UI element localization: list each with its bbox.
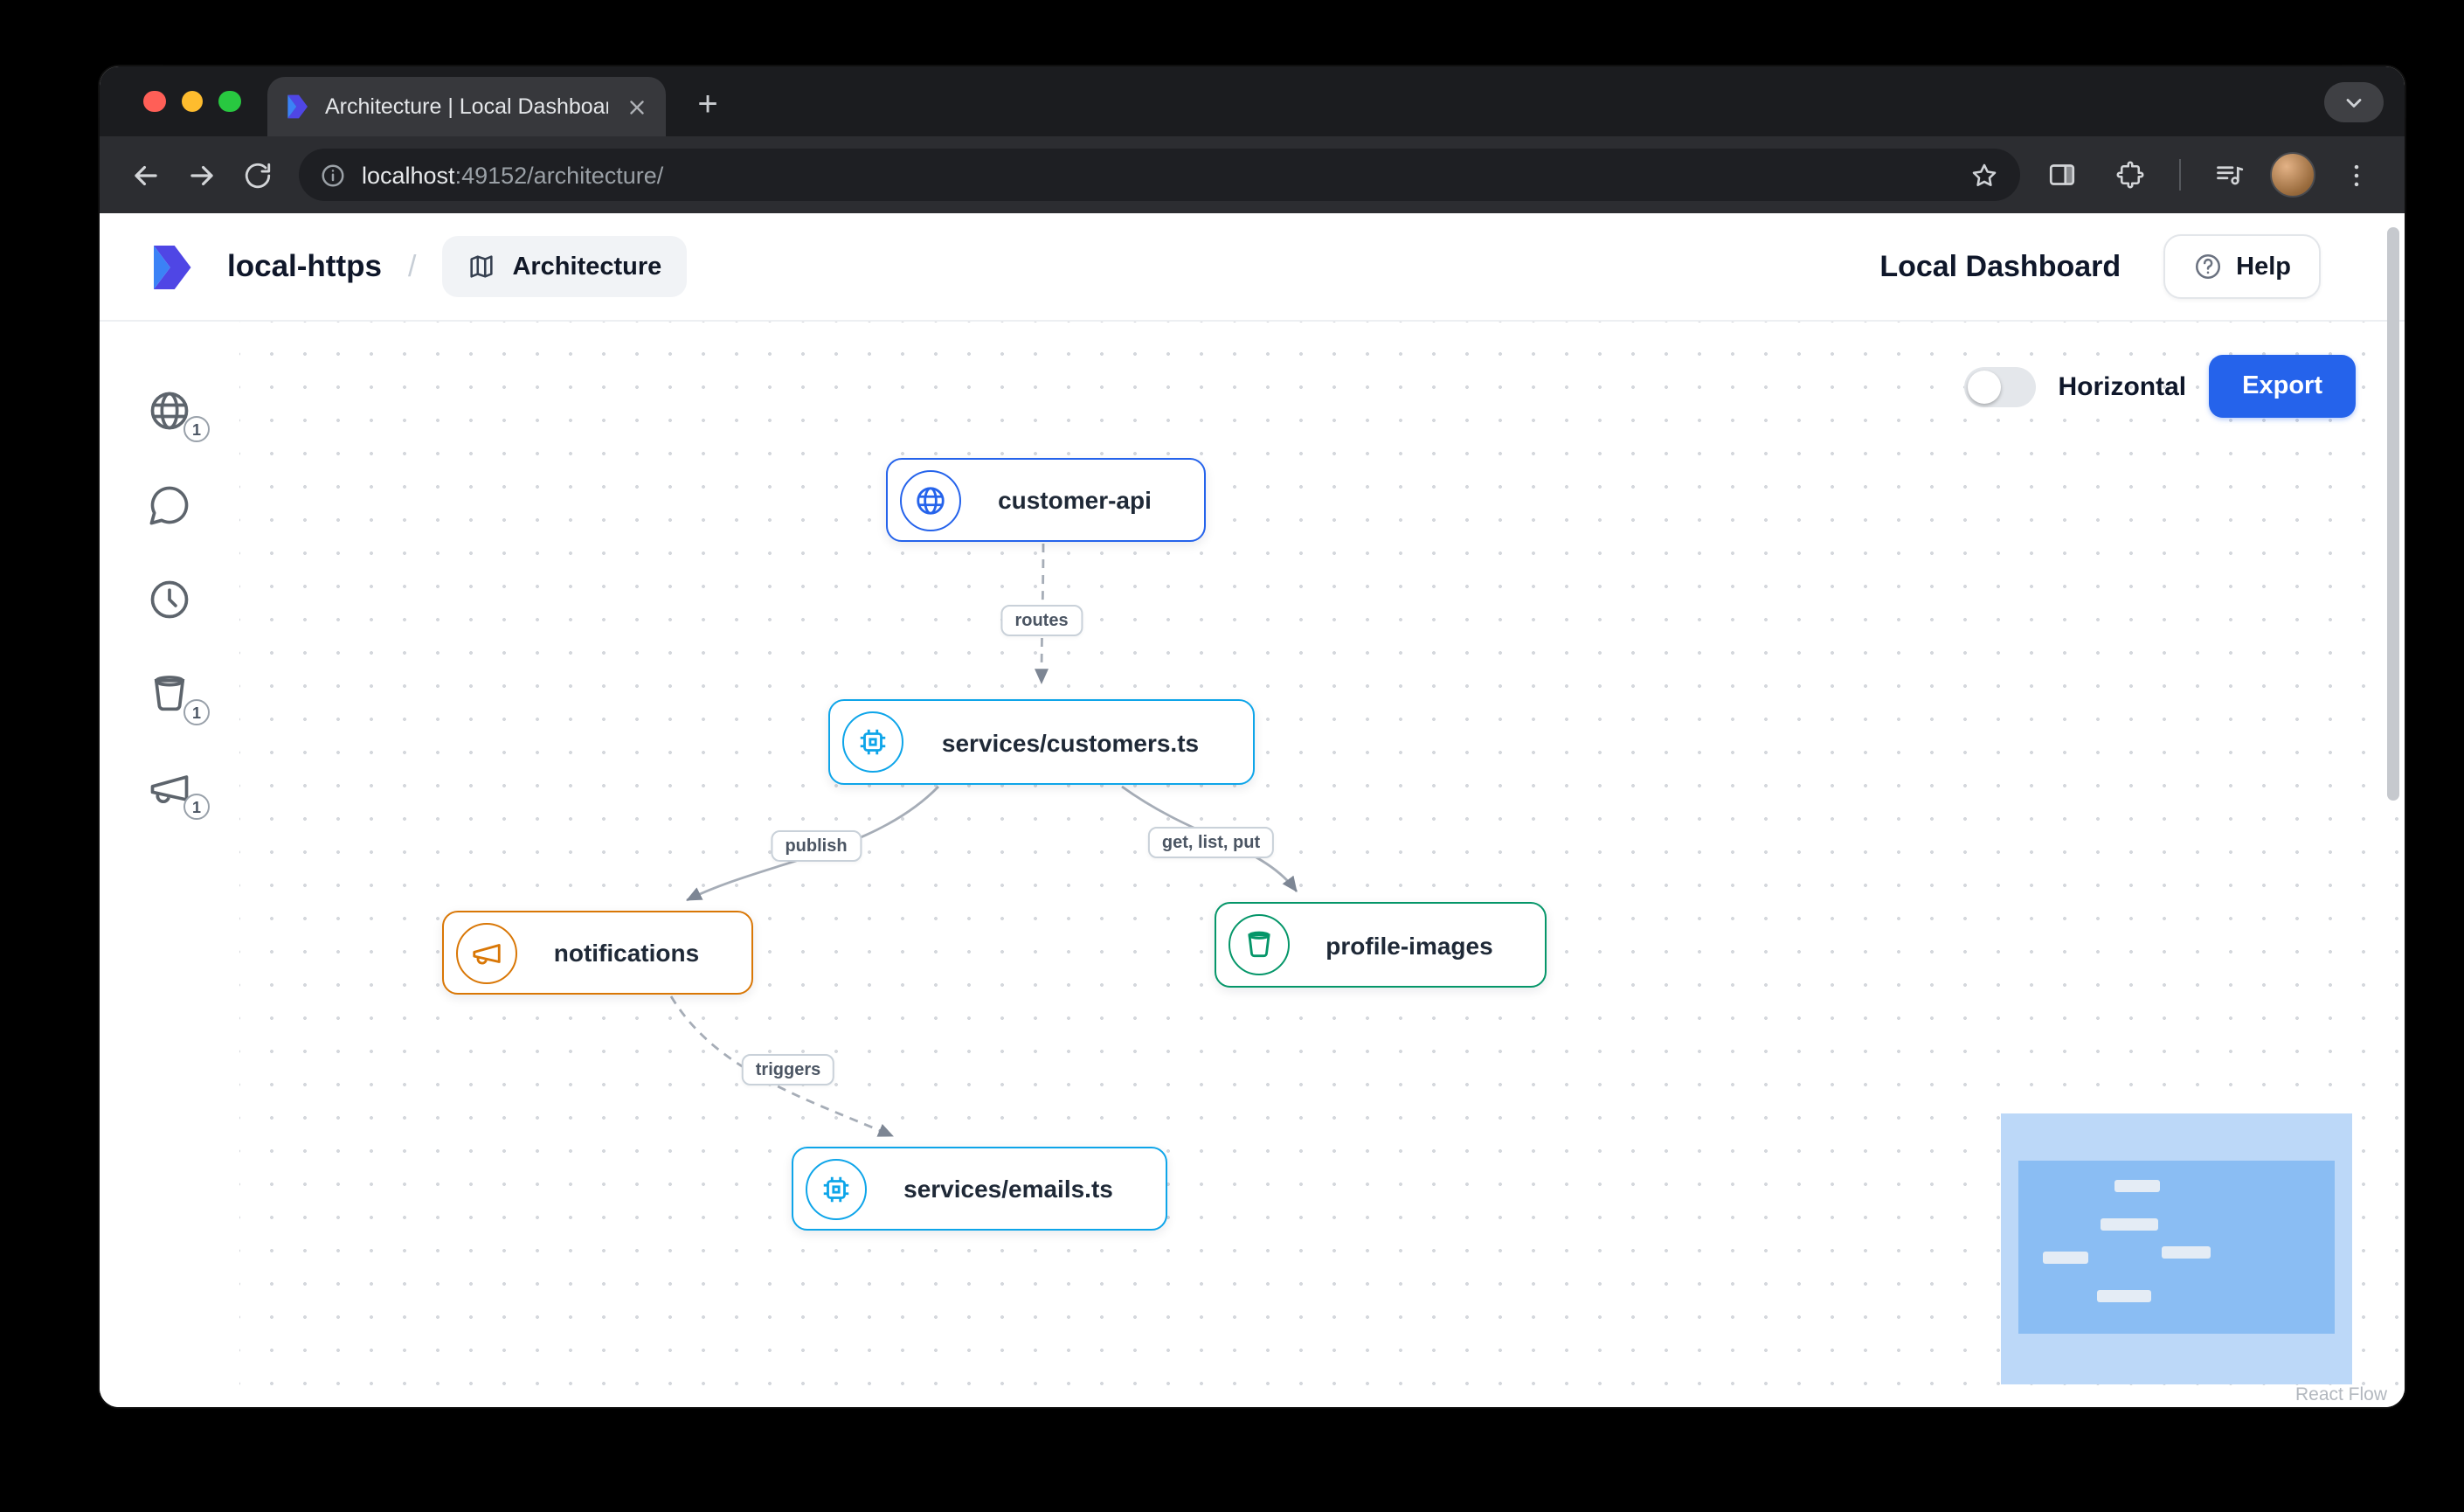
bucket-icon [154, 676, 185, 711]
nav-architecture-label: Architecture [512, 253, 662, 281]
node-label: services/customers.ts [941, 728, 1200, 756]
toolbar-separator [2179, 159, 2181, 191]
browser-tab[interactable]: Architecture | Local Dashboar [267, 77, 666, 136]
dashboard-title: Local Dashboard [1879, 249, 2121, 282]
node-label: profile-images [1325, 931, 1493, 959]
app-header: local-https / Architecture Local Dashboa… [100, 213, 2405, 322]
sidebar-item-chat[interactable] [147, 482, 192, 528]
map-icon [470, 255, 494, 278]
close-window-button[interactable] [143, 90, 165, 113]
browser-toolbar: localhost:49152/architecture/ [100, 136, 2405, 213]
minimap-node [2043, 1252, 2088, 1264]
tab-close-icon[interactable] [622, 93, 650, 121]
address-bar[interactable]: localhost:49152/architecture/ [299, 149, 2020, 201]
page-body: 1 1 1 [100, 322, 2405, 1407]
new-tab-button[interactable]: + [697, 85, 718, 123]
node-profile-images[interactable]: profile-images [1215, 902, 1547, 988]
site-info-icon[interactable] [320, 162, 346, 188]
header-right: Local Dashboard Help [1879, 234, 2405, 299]
url-text: localhost:49152/architecture/ [362, 162, 664, 188]
horizontal-toggle[interactable] [1963, 366, 2036, 406]
minimap-node [2162, 1246, 2211, 1259]
canvas-controls: Horizontal Export [1963, 355, 2356, 418]
node-notifications[interactable]: notifications [442, 911, 753, 995]
globe-icon [150, 392, 189, 430]
side-panel-button[interactable] [2034, 147, 2090, 203]
sidebar-badge: 1 [183, 699, 210, 725]
minimize-window-button[interactable] [181, 90, 203, 113]
tab-search-chevron-button[interactable] [2324, 82, 2384, 122]
bookmark-star-icon[interactable] [1969, 160, 1999, 190]
node-services-emails[interactable]: services/emails.ts [792, 1147, 1167, 1231]
sidebar-item-clock[interactable] [147, 577, 192, 622]
bucket-icon [1229, 914, 1290, 975]
minimap-node [2114, 1180, 2160, 1192]
toggle-knob [1967, 370, 2001, 403]
breadcrumb-app-name: local-https [227, 248, 382, 283]
breadcrumb-separator: / [407, 249, 417, 282]
edge-label-triggers: triggers [741, 1054, 835, 1085]
sidebar-badge: 1 [183, 794, 210, 820]
help-label: Help [2236, 253, 2291, 281]
node-label: customer-api [998, 486, 1152, 514]
page-scrollbar-thumb[interactable] [2387, 227, 2399, 801]
maximize-window-button[interactable] [218, 90, 240, 113]
browser-menu-button[interactable] [2328, 147, 2384, 203]
toolbar-actions [2034, 147, 2387, 203]
horizontal-toggle-label: Horizontal [2058, 371, 2187, 401]
nav-architecture-button[interactable]: Architecture [442, 236, 687, 297]
node-services-customers[interactable]: services/customers.ts [828, 699, 1255, 785]
edge-label-publish: publish [771, 830, 862, 862]
sidebar-item-bucket[interactable]: 1 [147, 671, 210, 725]
extensions-puzzle-button[interactable] [2102, 147, 2158, 203]
minimap-node [2097, 1290, 2151, 1302]
chip-icon [842, 711, 903, 773]
forward-button[interactable] [173, 147, 229, 203]
chat-icon [149, 486, 189, 525]
node-customer-api[interactable]: customer-api [886, 458, 1206, 542]
page-content: local-https / Architecture Local Dashboa… [100, 213, 2405, 1407]
help-circle-icon [2195, 253, 2220, 280]
tab-favicon-icon [287, 94, 308, 119]
export-button[interactable]: Export [2209, 355, 2356, 418]
reload-button[interactable] [229, 147, 285, 203]
profile-avatar[interactable] [2270, 152, 2315, 198]
app-logo-icon[interactable] [145, 240, 197, 293]
edge-label-get-list-put: get, list, put [1147, 827, 1275, 858]
sidebar-badge: 1 [183, 416, 210, 442]
minimap-node [2101, 1218, 2158, 1231]
megaphone-icon [456, 922, 517, 983]
flow-minimap[interactable] [2001, 1113, 2352, 1384]
sidebar-item-globe[interactable]: 1 [147, 388, 210, 442]
edge-label-routes: routes [1000, 605, 1083, 636]
flow-canvas[interactable]: Horizontal Export [239, 322, 2405, 1407]
sidebar-item-megaphone[interactable]: 1 [147, 766, 210, 820]
node-label: services/emails.ts [903, 1175, 1113, 1203]
back-button[interactable] [117, 147, 173, 203]
chip-icon [806, 1158, 867, 1219]
help-button[interactable]: Help [2163, 234, 2321, 299]
media-controls-button[interactable] [2202, 147, 2258, 203]
node-label: notifications [553, 939, 700, 967]
globe-icon [900, 469, 961, 531]
window-controls [143, 66, 240, 136]
tab-strip: Architecture | Local Dashboar + [100, 66, 2405, 136]
clock-icon [150, 580, 189, 619]
browser-window: Architecture | Local Dashboar + [100, 66, 2405, 1407]
sidebar: 1 1 1 [100, 322, 239, 1407]
react-flow-attribution: React Flow [2294, 1384, 2387, 1405]
tab-title: Architecture | Local Dashboar [325, 94, 608, 119]
